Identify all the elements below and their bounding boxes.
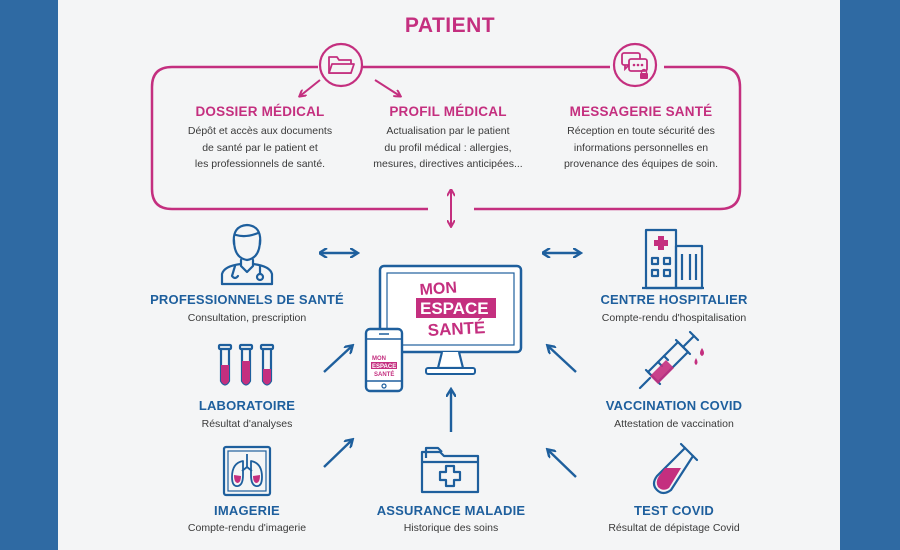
- hospitalier-desc: Compte-rendu d'hospitalisation: [601, 312, 747, 324]
- patient-title: PATIENT: [404, 14, 496, 37]
- profil-title: PROFIL MÉDICAL: [389, 104, 507, 119]
- laboratoire-desc: Résultat d'analyses: [201, 418, 293, 430]
- svg-text:MON: MON: [372, 356, 386, 362]
- testcovid-desc: Résultat de dépistage Covid: [608, 522, 740, 534]
- messagerie-title: MESSAGERIE SANTÉ: [569, 104, 713, 119]
- imagerie-desc: Compte-rendu d'imagerie: [187, 522, 307, 534]
- svg-text:SANTÉ: SANTÉ: [374, 370, 394, 378]
- hospitalier-title: CENTRE HOSPITALIER: [600, 292, 748, 307]
- profil-desc: Actualisation par le patient du profil m…: [373, 125, 523, 170]
- testcovid-title: TEST COVID: [633, 503, 714, 518]
- phone-icon: MON ESPACE SANTÉ: [364, 327, 404, 393]
- doctor-icon: [220, 223, 274, 286]
- hospital-icon: [642, 228, 704, 290]
- medical-folder-icon: [420, 446, 480, 494]
- logo-sante: SANTÉ: [427, 318, 486, 340]
- vaccination-title: VACCINATION COVID: [605, 398, 743, 413]
- test-tubes-icon: [217, 343, 275, 386]
- imagerie-title: IMAGERIE: [214, 503, 280, 518]
- syringe-icon: [638, 330, 704, 390]
- dossier-desc: Dépôt et accès aux documents de santé pa…: [187, 125, 333, 170]
- assurance-title: ASSURANCE MALADIE: [376, 503, 526, 518]
- monitor-icon: MON ESPACE SANTÉ: [378, 264, 523, 375]
- laboratoire-title: LABORATOIRE: [198, 398, 296, 413]
- professionnels-title: PROFESSIONNELS DE SANTÉ: [150, 292, 344, 307]
- folder-icon: [318, 42, 364, 88]
- logo-espace: ESPACE: [420, 299, 489, 318]
- messagerie-desc: Réception en toute sécurité des informat…: [563, 125, 719, 170]
- vaccination-desc: Attestation de vaccination: [614, 418, 734, 430]
- test-tube-icon: [652, 442, 699, 495]
- dossier-title: DOSSIER MÉDICAL: [195, 104, 325, 119]
- svg-text:ESPACE: ESPACE: [372, 364, 396, 370]
- logo-mon: MON: [419, 279, 457, 299]
- chat-lock-icon: [612, 42, 658, 88]
- professionnels-desc: Consultation, prescription: [187, 312, 307, 324]
- lungs-xray-icon: [222, 445, 272, 497]
- assurance-desc: Historique des soins: [403, 522, 499, 534]
